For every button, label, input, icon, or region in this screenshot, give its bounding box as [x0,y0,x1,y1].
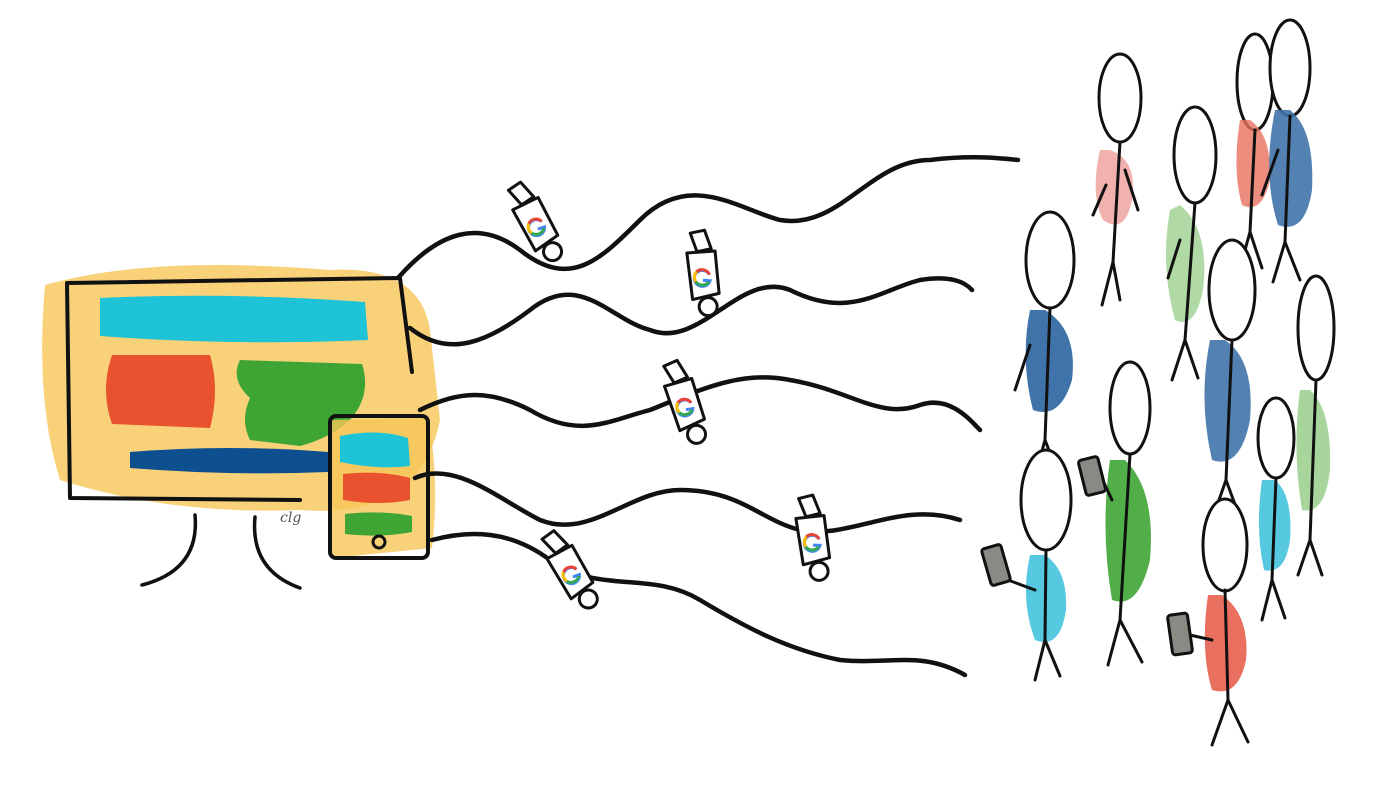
stick-figure-icon [1260,18,1313,284]
google-crawler-icon [503,174,834,618]
stick-figure-icon [1204,238,1257,522]
stick-figure-icon [1077,360,1152,667]
stick-figure-icon [1256,396,1296,622]
stick-figure-icon [1296,274,1336,577]
artist-signature: clg [280,510,301,526]
stick-figure-icon [1013,210,1076,482]
stick-figure-icon [1091,52,1143,307]
stick-figure-icon [1166,105,1218,382]
user-crowd [980,18,1336,747]
tablet-icon [328,414,436,560]
stick-figure-icon [980,448,1073,682]
stick-figure-icon [1166,497,1250,747]
connection-lines [395,155,1021,678]
stick-figure-icon [1235,32,1275,270]
desktop-monitor-icon: clg [42,265,441,590]
